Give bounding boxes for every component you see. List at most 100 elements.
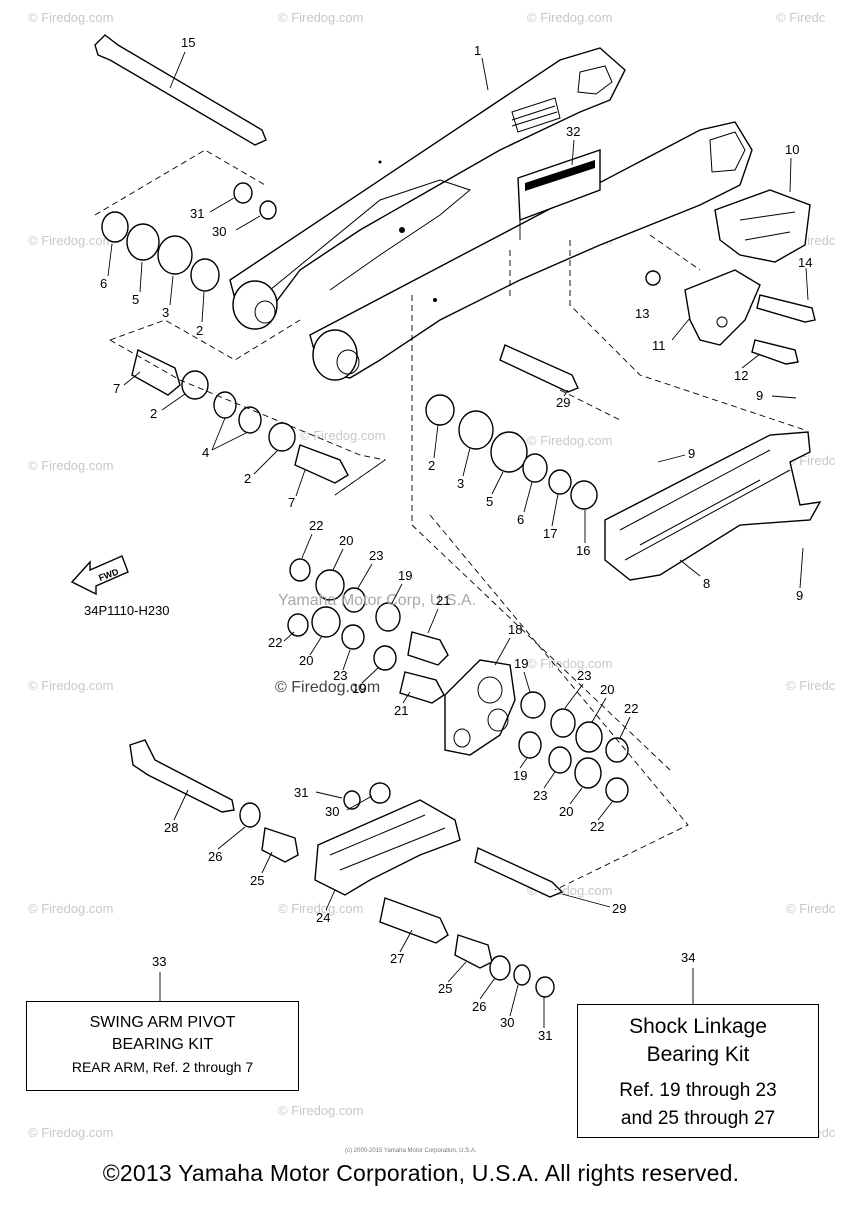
callout-24: 24 (316, 910, 330, 925)
watermark: © Firedc (786, 901, 836, 916)
kit34-line1: Shock Linkage (629, 1015, 767, 1038)
callouts: 1 15 32 10 14 13 11 12 9 9 9 8 31 30 6 5… (100, 35, 812, 1043)
callout-19: 19 (514, 656, 528, 671)
watermark: © Firedog.com (278, 1103, 363, 1118)
watermark: © Firedog.com (28, 233, 113, 248)
tiny-copyright: (c) 2000-2015 Yamaha Motor Corporation, … (345, 1148, 477, 1154)
callout-13: 13 (635, 306, 649, 321)
pivot-bearings-drawing (101, 182, 661, 510)
chain-puller-drawing (684, 189, 811, 346)
bolt-drawings (94, 34, 816, 898)
callout-18: 18 (508, 622, 522, 637)
callout-2: 2 (244, 471, 251, 486)
callout-7: 7 (288, 495, 295, 510)
watermark: © Firedc (786, 678, 836, 693)
watermark: © Firedog.com (527, 10, 612, 25)
callout-31: 31 (538, 1028, 552, 1043)
callout-9: 9 (688, 446, 695, 461)
callout-22: 22 (268, 635, 282, 650)
callout-10: 10 (785, 142, 799, 157)
callout-30: 30 (325, 804, 339, 819)
callout-2: 2 (196, 323, 203, 338)
kit34-line3: Ref. 19 through 23 (619, 1080, 777, 1101)
watermark: © Firedog.com (28, 458, 113, 473)
shock-linkage-bearing-kit-box: Shock Linkage Bearing Kit Ref. 19 throug… (577, 1004, 819, 1138)
callout-30: 30 (500, 1015, 514, 1030)
watermark: © Firedog.com (28, 901, 113, 916)
watermark: © Firedog.com (527, 433, 612, 448)
callout-20: 20 (299, 653, 313, 668)
callout-32: 32 (566, 124, 580, 139)
swing-arm-drawing (229, 47, 753, 381)
callout-29: 29 (556, 395, 570, 410)
fwd-arrow-icon: FWD (70, 555, 129, 596)
callout-4: 4 (202, 445, 209, 460)
assembly-lines (94, 149, 806, 891)
callout-17: 17 (543, 526, 557, 541)
callout-20: 20 (600, 682, 614, 697)
callout-7: 7 (113, 381, 120, 396)
callout-27: 27 (390, 951, 404, 966)
callout-21: 21 (436, 593, 450, 608)
kit33-line1: SWING ARM PIVOT (89, 1014, 236, 1031)
callout-2: 2 (428, 458, 435, 473)
callout-6: 6 (517, 512, 524, 527)
callout-3: 3 (457, 476, 464, 491)
callout-34: 34 (681, 950, 695, 965)
callout-22: 22 (624, 701, 638, 716)
callout-20: 20 (339, 533, 353, 548)
callout-15: 15 (181, 35, 195, 50)
callout-21: 21 (394, 703, 408, 718)
kit34-line2: Bearing Kit (646, 1043, 750, 1066)
callout-14: 14 (798, 255, 812, 270)
callout-29: 29 (612, 901, 626, 916)
kit33-line3: REAR ARM, Ref. 2 through 7 (71, 1059, 254, 1075)
watermark: © Firedog.com (28, 678, 113, 693)
kit34-line4: and 25 through 27 (620, 1108, 776, 1129)
kit33-line2: BEARING KIT (111, 1036, 214, 1053)
callout-8: 8 (703, 576, 710, 591)
callout-5: 5 (132, 292, 139, 307)
callout-19: 19 (513, 768, 527, 783)
callout-19: 19 (352, 681, 366, 696)
callout-3: 3 (162, 305, 169, 320)
callout-23: 23 (533, 788, 547, 803)
callout-2: 2 (150, 406, 157, 421)
watermark: © Firedog.com (28, 1125, 113, 1140)
diagram-code: 34P1110-H230 (84, 603, 170, 618)
callout-25: 25 (438, 981, 452, 996)
callout-22: 22 (309, 518, 323, 533)
swing-arm-bearing-kit-box: SWING ARM PIVOT BEARING KIT REAR ARM, Re… (26, 1001, 299, 1091)
callout-26: 26 (208, 849, 222, 864)
callout-30: 30 (212, 224, 226, 239)
watermark: © Firedog.com (278, 10, 363, 25)
center-watermark: Yamaha Motor Corp, U.S.A. (278, 592, 476, 609)
callout-33: 33 (152, 954, 166, 969)
callout-26: 26 (472, 999, 486, 1014)
callout-9: 9 (796, 588, 803, 603)
callout-22: 22 (590, 819, 604, 834)
callout-5: 5 (486, 494, 493, 509)
callout-1: 1 (474, 43, 481, 58)
callout-9: 9 (756, 388, 763, 403)
watermark: © Firedog.com (28, 10, 113, 25)
callout-19: 19 (398, 568, 412, 583)
callout-28: 28 (164, 820, 178, 835)
watermark: © Firedc (776, 10, 826, 25)
chain-guide-drawing (604, 431, 822, 581)
callout-20: 20 (559, 804, 573, 819)
callout-6: 6 (100, 276, 107, 291)
callout-31: 31 (190, 206, 204, 221)
callout-23: 23 (333, 668, 347, 683)
callout-12: 12 (734, 368, 748, 383)
connecting-rod-drawing (239, 782, 555, 998)
relay-arm-drawing (287, 558, 629, 803)
copyright-footer: ©2013 Yamaha Motor Corporation, U.S.A. A… (102, 1160, 740, 1186)
firedog-watermark-dark: © Firedog.com (275, 679, 380, 696)
watermark: © Firedog.com (527, 656, 612, 671)
callout-25: 25 (250, 873, 264, 888)
callout-11: 11 (652, 338, 666, 353)
callout-23: 23 (577, 668, 591, 683)
